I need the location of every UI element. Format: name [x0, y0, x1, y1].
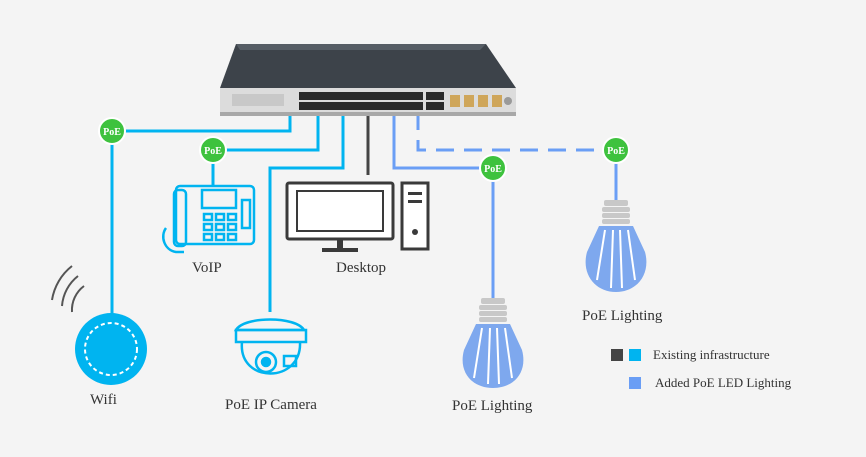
bulb-ribs [473, 327, 513, 385]
led-bulb-icon [585, 200, 647, 292]
cable-lighting-2 [416, 112, 616, 152]
poe-badge-label: PoE [103, 127, 121, 138]
legend-swatch-blue [629, 377, 641, 389]
legend-swatch-dark [611, 349, 623, 361]
wifi-access-point-icon [51, 265, 147, 385]
poe-badge-label: PoE [484, 164, 502, 175]
poe-badge: PoE [98, 117, 126, 145]
bulb-ribs [596, 229, 636, 289]
poe-badge: PoE [479, 154, 507, 182]
voip-keypad [202, 212, 238, 242]
cable-camera [268, 110, 345, 312]
poe-badge: PoE [199, 136, 227, 164]
label-camera: PoE IP Camera [225, 397, 317, 413]
poe-badge: PoE [602, 136, 630, 164]
cable-wifi [110, 110, 292, 320]
legend-row-added: Added PoE LED Lighting [629, 375, 791, 391]
led-bulb-icon [462, 298, 524, 388]
label-desktop: Desktop [336, 260, 386, 276]
legend-label-existing: Existing infrastructure [653, 347, 770, 362]
cable-lighting-1 [392, 110, 495, 300]
legend-swatch-cyan [629, 349, 641, 361]
ip-camera-icon [233, 318, 308, 375]
poe-badge-label: PoE [607, 146, 625, 157]
switch-sfp-ports [450, 95, 502, 107]
voip-phone-icon [162, 184, 256, 254]
poe-badge-label: PoE [204, 146, 222, 157]
existing-cables [110, 110, 370, 320]
label-voip: VoIP [192, 260, 222, 276]
network-switch-icon [220, 44, 516, 116]
label-lighting-1: PoE Lighting [452, 398, 533, 414]
label-wifi: Wifi [90, 392, 117, 408]
legend-label-added: Added PoE LED Lighting [655, 375, 792, 390]
label-lighting-2: PoE Lighting [582, 308, 663, 324]
cable-voip [211, 110, 320, 185]
legend-row-existing: Existing infrastructure [611, 347, 770, 363]
switch-ports [299, 92, 444, 110]
desktop-computer-icon [285, 181, 430, 252]
